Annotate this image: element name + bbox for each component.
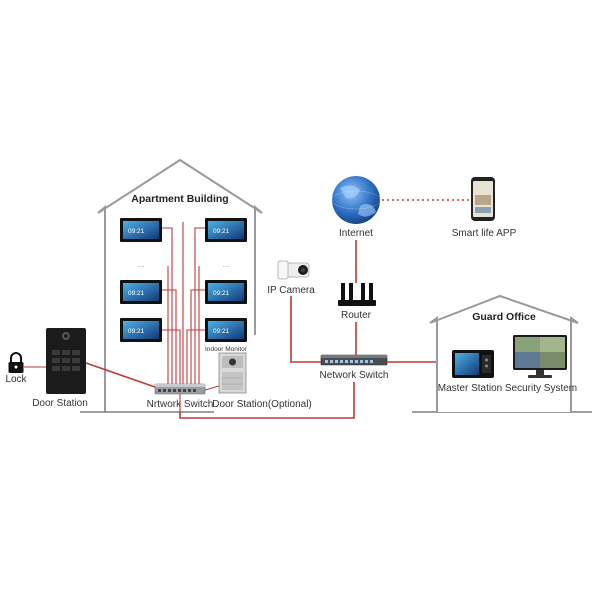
globe-icon — [331, 176, 381, 224]
indoor-monitor-4: 09:21 — [205, 280, 247, 304]
ip-camera-label: IP Camera — [267, 285, 315, 296]
indoor-monitor-1: 09:21 — [120, 218, 162, 242]
security-system-icon — [513, 335, 567, 378]
camera-switch-wire — [290, 296, 321, 363]
security-system-label: Security System — [505, 383, 577, 394]
door-station-wire — [85, 362, 156, 388]
monitor-clock: 09:21 — [128, 290, 145, 297]
router-icon — [338, 283, 376, 306]
guard-office-title: Guard Office — [472, 311, 536, 323]
master-station-icon — [452, 350, 494, 378]
switch-apartment-wire — [179, 382, 355, 419]
network-switch-label: Network Switch — [320, 370, 389, 381]
door-station-label: Door Station — [32, 398, 88, 409]
door-station-optional-label: Door Station(Optional) — [212, 399, 312, 410]
indoor-monitor-6: 09:21 — [205, 318, 247, 342]
apartment-wiring — [162, 222, 205, 384]
guard-office-building: Guard Office — [429, 294, 579, 412]
indoor-monitor-5: 09:21 — [120, 318, 162, 342]
network-switch-icon — [154, 383, 206, 395]
lock-label: Lock — [5, 374, 27, 385]
monitor-clock: 09:21 — [213, 228, 230, 235]
ip-camera-icon — [277, 260, 310, 280]
indoor-monitor-label: Indoor Monitor — [205, 346, 248, 353]
door-station-optional — [218, 352, 247, 394]
smartphone-icon — [471, 177, 495, 221]
apartment-building-title: Apartment Building — [131, 193, 228, 205]
indoor-monitor-2: 09:21 — [205, 218, 247, 242]
padlock-icon — [8, 352, 24, 373]
smart-life-app-label: Smart life APP — [452, 228, 517, 239]
ellipsis-right: ··· — [223, 263, 230, 270]
optional-station-wire — [204, 385, 220, 391]
monitor-clock: 09:21 — [213, 290, 230, 297]
monitor-clock: 09:21 — [128, 328, 145, 335]
internet-label: Internet — [339, 228, 373, 239]
monitor-clock: 09:21 — [213, 328, 230, 335]
ellipsis-left: ··· — [138, 263, 145, 270]
monitor-clock: 09:21 — [128, 228, 145, 235]
master-station-label: Master Station — [438, 383, 502, 394]
router-label: Router — [341, 310, 372, 321]
door-station-icon — [46, 328, 86, 394]
network-switch-icon — [320, 354, 388, 366]
indoor-monitor-3: 09:21 — [120, 280, 162, 304]
